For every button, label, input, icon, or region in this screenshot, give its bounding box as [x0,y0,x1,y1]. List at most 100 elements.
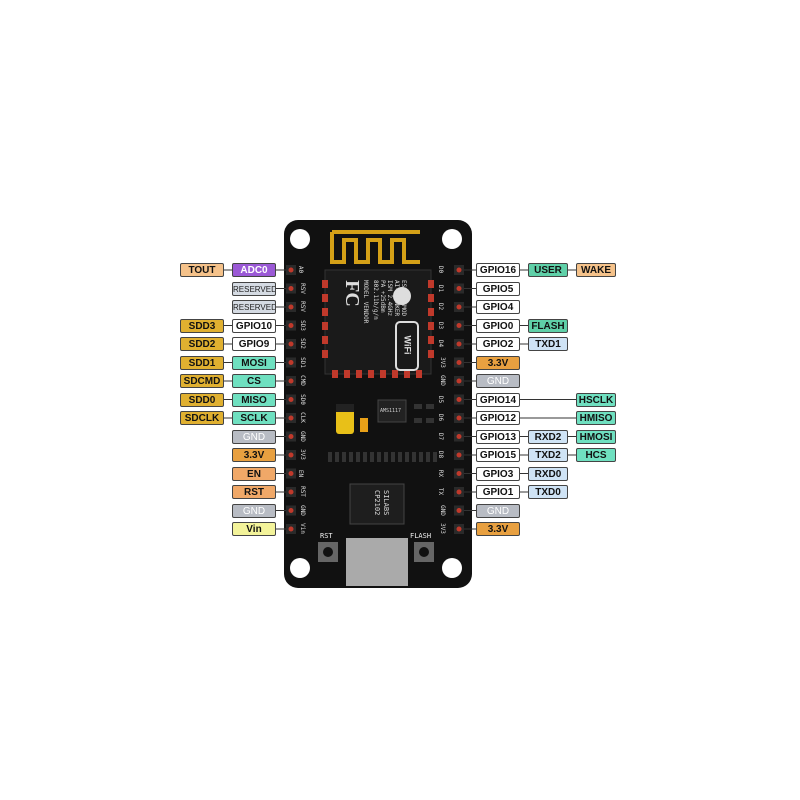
left-silk-2: RSV [298,301,306,312]
right-silk-3: D3 [437,321,445,329]
smd-resistor-6 [370,452,374,462]
regulator-chip [377,399,407,423]
right-silk-8: D6 [437,413,445,422]
right-pin-10 [456,452,462,458]
right-label-10-1: TXD2 [528,448,568,462]
right-label-8-0: GPIO12 [476,411,520,425]
smd-resistor-9 [391,452,395,462]
smd-resistor-15 [433,452,437,462]
usb-chip [349,483,405,525]
left-label-5-1: MOSI [232,355,276,370]
left-pin-8 [288,415,294,421]
module-pad-b-6 [404,370,410,378]
right-pin-11 [456,471,462,476]
left-silk-8: CLK [298,412,306,423]
right-pin-13 [456,508,462,513]
smd-resistor-13 [419,452,423,462]
right-pin-14 [456,526,462,532]
mount-hole-bottom-left [290,558,310,578]
left-label-5-0: SDD1 [180,355,224,370]
espressif-logo [393,287,411,305]
right-label-3-1: FLASH [528,318,568,333]
left-pin-14 [288,526,294,532]
smd-resistor-10 [398,452,402,462]
smd-resistor-7 [377,452,381,462]
right-pin-9 [456,434,462,439]
smd-resistor-1 [335,452,339,462]
smd-resistor-11 [405,452,409,462]
left-label-10-0: 3.3V [232,448,276,462]
right-label-12-1: TXD0 [528,485,568,499]
module-pad-b-3 [368,370,374,378]
module-pad-r-3 [428,322,434,330]
right-pin-4 [456,341,462,347]
left-silk-12: RST [298,486,306,497]
left-silk-9: GND [298,430,306,442]
module-pad-r-2 [428,308,434,316]
right-silk-2: D2 [437,302,445,311]
left-pin-10 [288,452,294,458]
right-pin-12 [456,489,462,495]
smd-resistor-12 [412,452,416,462]
pin-connector-lines [224,269,576,530]
module-pad-r-0 [428,280,434,288]
flash-button-cap [419,547,429,557]
left-silk-13: GND [298,504,306,516]
right-label-1-0: GPIO5 [476,281,520,296]
left-pin-2 [288,304,294,310]
left-silk-1: RSV [298,282,306,294]
left-pin-0 [288,267,294,273]
right-silk-7: D5 [437,395,445,403]
right-silk-13: GND [438,504,446,516]
right-label-8-1: HMISO [576,411,616,425]
module-pads [322,280,434,378]
left-silk-7: SD0 [298,393,306,405]
right-label-7-0: GPIO14 [476,392,520,407]
left-silk-6: CMD [298,375,306,386]
left-label-6-1: CS [232,374,276,388]
smd-resistor-14 [426,452,430,462]
right-silk-5: 3V3 [438,356,446,368]
rst-button-label: RST [320,532,333,540]
left-label-8-0: SDCLK [180,411,224,425]
smd-components [328,404,437,462]
wifi-logo-text: WiFi [402,335,413,355]
left-label-0-1: ADC0 [232,263,276,277]
left-silk-3: SD3 [298,319,306,331]
module-pad-l-1 [322,294,328,302]
right-silk-10: D8 [437,450,445,459]
left-pin-7 [288,397,294,402]
left-label-6-0: SDCMD [180,374,224,388]
smd-part-2 [414,418,422,423]
left-pin-5 [288,360,294,365]
right-pin-1 [456,286,462,291]
capacitor-black [336,404,354,412]
right-pin-5 [456,360,462,365]
module-pad-l-0 [322,280,328,288]
right-label-4-0: GPIO2 [476,337,520,351]
left-label-14-0: Vin [232,522,276,536]
flash-button-label: FLASH [410,532,432,540]
module-pad-l-3 [322,322,328,330]
rst-button-cap [323,547,333,557]
mount-hole-top-right [442,229,462,249]
left-label-3-1: GPIO10 [232,318,276,333]
left-label-2-0: RESERVED [232,300,276,314]
left-label-4-1: GPIO9 [232,337,276,351]
smd-part-3 [426,418,434,423]
module-info-text: ESP8266MOD AI-THINKER ISM 2.4GHz PA +25d… [372,280,407,320]
smd-resistor-0 [328,452,332,462]
right-silk-9: D7 [437,432,445,440]
module-pad-b-4 [380,370,386,378]
right-pin-3 [456,323,462,328]
right-label-9-2: HMOSI [576,429,616,444]
right-label-11-1: RXD0 [528,466,568,481]
right-label-5-0: 3.3V [476,355,520,370]
smd-resistor-3 [349,452,353,462]
module-pad-l-5 [322,350,328,358]
left-silk-11: EN [297,469,305,477]
module-pad-l-4 [322,336,328,344]
fcc-logo: FC [340,280,363,307]
